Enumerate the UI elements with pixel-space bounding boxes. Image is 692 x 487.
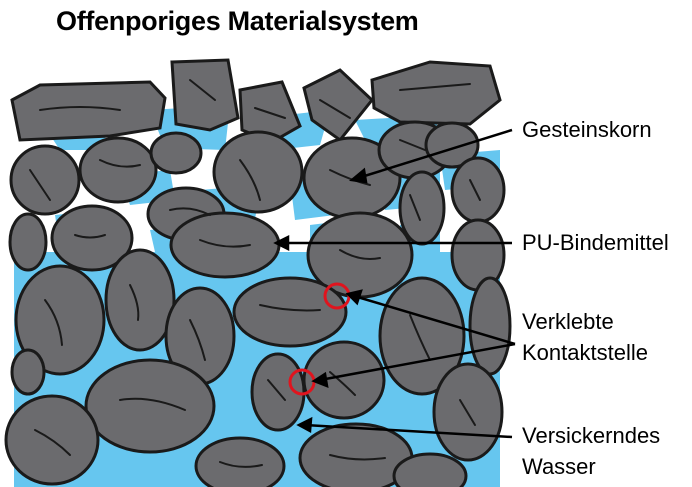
label-contact-line2: Kontaktstelle — [522, 338, 648, 368]
label-binder: PU-Bindemittel — [522, 228, 669, 258]
label-grain: Gesteinskorn — [522, 115, 652, 145]
label-water-line1: Versickerndes — [522, 421, 660, 451]
label-contact-line1: Verklebte — [522, 307, 614, 337]
label-water-line2: Wasser — [522, 452, 596, 482]
